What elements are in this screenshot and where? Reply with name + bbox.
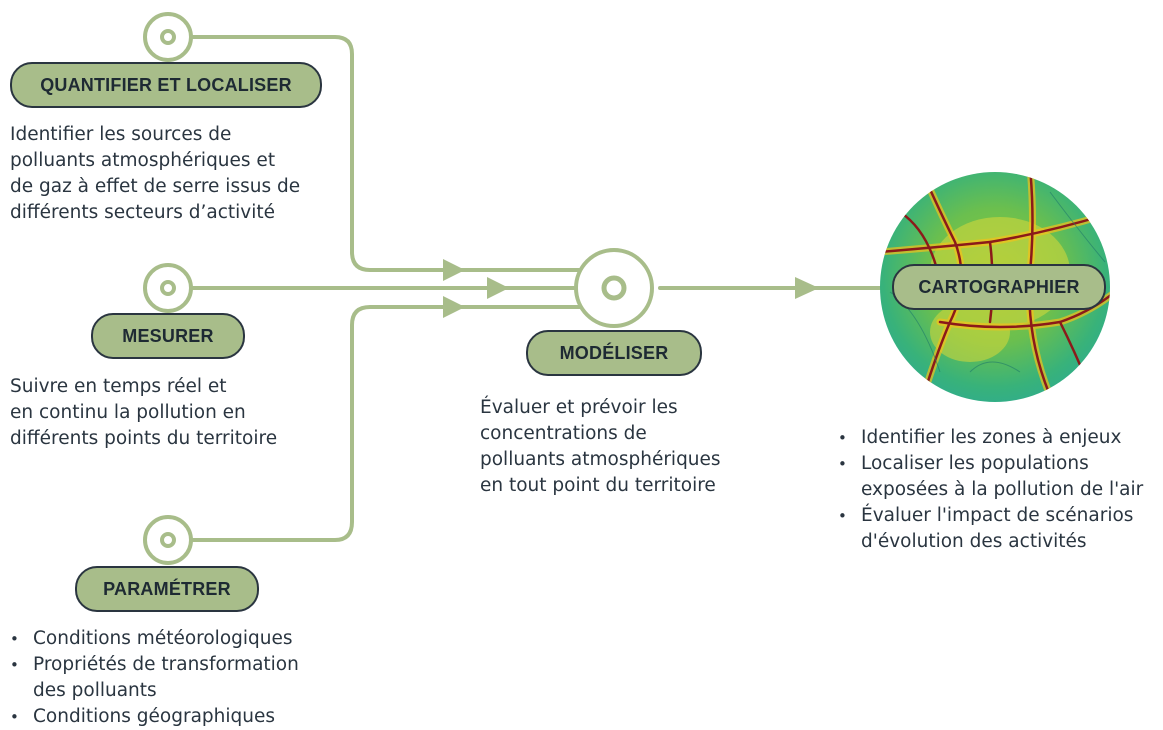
node-icon-mesurer <box>143 263 193 313</box>
arrow-head-top <box>443 259 465 281</box>
node-icon-quantifier <box>143 12 193 62</box>
arrow-head-middle <box>487 277 509 299</box>
connector-parametrer <box>188 305 602 542</box>
list-item: Évaluer l'impact de scénarios <box>838 503 1143 529</box>
list-item: Conditions météorologiques <box>10 626 299 652</box>
modeliser-description: Évaluer et prévoir les concentrations de… <box>480 397 721 496</box>
arrow-head-output <box>795 277 819 299</box>
parametrer-list: Conditions météorologiques Propriétés de… <box>10 626 299 730</box>
list-item: Identifier les zones à enjeux <box>838 425 1143 451</box>
cartographier-label: CARTOGRAPHIER <box>892 264 1106 310</box>
mesurer-label: MESURER <box>91 313 245 359</box>
quantifier-description: Identifier les sources de polluants atmo… <box>10 124 301 223</box>
parametrer-label: PARAMÉTRER <box>75 566 259 612</box>
list-item: Conditions géographiques <box>10 704 299 730</box>
cartographier-list: Identifier les zones à enjeux Localiser … <box>838 425 1143 555</box>
mesurer-description: Suivre en temps réel et en continu la po… <box>10 376 278 449</box>
modeliser-label: MODÉLISER <box>526 330 702 376</box>
list-item-continuation: des polluants <box>33 680 157 701</box>
list-item-continuation: exposées à la pollution de l'air <box>861 479 1144 500</box>
list-item-continuation: d'évolution des activités <box>861 531 1087 552</box>
list-item: Propriétés de transformation <box>10 652 299 678</box>
connector-quantifier <box>188 35 602 272</box>
node-icon-modeliser <box>574 248 654 328</box>
list-item: Localiser les populations <box>838 451 1143 477</box>
quantifier-label: QUANTIFIER ET LOCALISER <box>10 62 322 108</box>
node-icon-parametrer <box>143 515 193 565</box>
arrow-head-bottom <box>443 296 465 318</box>
